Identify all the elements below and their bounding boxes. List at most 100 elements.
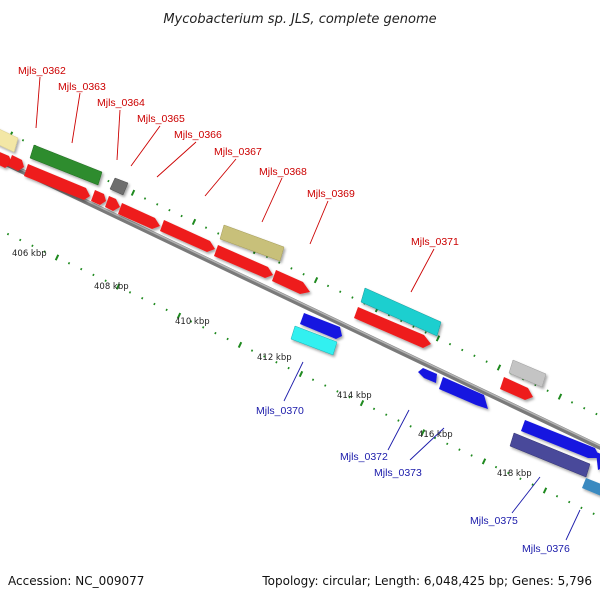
major-tick (420, 429, 426, 436)
feature-red-mjls-0365[interactable] (105, 196, 120, 211)
gene-label-mjls-0362[interactable]: Mjls_0362 (18, 65, 66, 77)
feature-red-mjls-0362[interactable] (8, 155, 24, 171)
minor-tick (165, 308, 168, 312)
minor-tick (580, 506, 583, 510)
minor-tick (324, 384, 327, 387)
minor-tick (311, 378, 315, 381)
minor-tick (43, 250, 46, 253)
minor-tick (180, 214, 183, 218)
minor-tick (67, 262, 71, 265)
gene-label-mjls-0363[interactable]: Mjls_0363 (58, 81, 106, 93)
major-tick (176, 312, 182, 319)
minor-tick (470, 454, 473, 457)
feature-red-mjls-0368[interactable] (214, 245, 273, 278)
gene-label-mjls-0370[interactable]: Mjls_0370 (256, 405, 304, 417)
gene-label-mjls-0376[interactable]: Mjls_0376 (522, 543, 570, 555)
gene-label-mjls-0367[interactable]: Mjls_0367 (214, 146, 262, 158)
feature-red-mjls-0363[interactable] (24, 164, 90, 200)
minor-tick (104, 279, 107, 282)
feature-light-grey[interactable] (508, 359, 547, 388)
minor-tick (424, 331, 427, 334)
minor-tick (595, 412, 598, 416)
minor-tick (128, 291, 132, 294)
feature-blue-mjls-0375[interactable] (521, 420, 600, 458)
feature-red-small[interactable] (500, 377, 533, 400)
feature-cyan-mjls-0370[interactable] (290, 325, 338, 356)
minor-tick (458, 448, 461, 451)
minor-tick (214, 331, 217, 335)
minor-tick (448, 342, 452, 346)
feature-green-mjls-0363[interactable] (29, 144, 103, 186)
minor-tick (461, 348, 464, 352)
scale-label-410: 410 kbp (175, 317, 210, 327)
feature-red-mjls-0364[interactable] (91, 190, 106, 205)
gene-label-mjls-0364[interactable]: Mjls_0364 (97, 97, 145, 109)
gene-label-mjls-0372[interactable]: Mjls_0372 (340, 451, 388, 463)
genome-summary-text: Topology: circular; Length: 6,048,425 bp… (261, 574, 592, 588)
minor-tick (189, 320, 193, 323)
gene-label-mjls-0373[interactable]: Mjls_0373 (374, 467, 422, 479)
minor-tick (372, 407, 376, 411)
feature-cyan-mjls-0371[interactable] (360, 287, 442, 337)
major-tick (557, 393, 563, 400)
scale-labels: 406 kbp 408 kbp 410 kbp 412 kbp 414 kbp … (12, 249, 532, 479)
minor-tick (226, 337, 229, 341)
minor-tick (202, 326, 205, 329)
major-tick (435, 335, 441, 342)
minor-tick (21, 139, 25, 142)
feature-blue-mjls-0372[interactable] (418, 368, 437, 383)
minor-tick (143, 197, 147, 200)
gene-label-mjls-0366[interactable]: Mjls_0366 (174, 129, 222, 141)
feature-olive-mjls-0368[interactable] (219, 224, 285, 262)
feature-red-mjls-0367[interactable] (160, 220, 215, 252)
gene-label-mjls-0375[interactable]: Mjls_0375 (470, 515, 518, 527)
feature-blue-mjls-0373[interactable] (439, 377, 488, 409)
callout-lines (35, 76, 581, 541)
scale-label-408: 408 kbp (94, 282, 129, 292)
guide-dots-inner (6, 232, 595, 515)
minor-tick (519, 477, 522, 481)
minor-tick (302, 273, 305, 276)
feature-blue-right[interactable] (596, 452, 600, 470)
minor-tick (217, 232, 220, 235)
gene-label-mjls-0365[interactable]: Mjls_0365 (137, 113, 185, 125)
minor-tick (168, 208, 171, 212)
gene-label-mjls-0369[interactable]: Mjls_0369 (307, 188, 355, 200)
feature-red-mjls-0371[interactable] (354, 307, 431, 348)
reverse-features (290, 313, 600, 498)
major-tick (542, 487, 548, 494)
minor-tick (290, 267, 293, 270)
scale-label-414: 414 kbp (337, 391, 372, 401)
feature-pale-yellow[interactable] (0, 127, 19, 153)
minor-tick (473, 354, 476, 358)
gene-label-mjls-0368[interactable]: Mjls_0368 (259, 166, 307, 178)
feature-grey-mjls-0364[interactable] (109, 177, 129, 196)
minor-tick (351, 296, 354, 299)
minor-tick (6, 232, 10, 236)
reverse-gene-labels: Mjls_0370 Mjls_0372 Mjls_0373 Mjls_0375 … (256, 405, 570, 555)
minor-tick (250, 349, 254, 352)
feature-red-mjls-0369[interactable] (272, 270, 310, 294)
minor-tick (485, 360, 488, 363)
minor-tick (412, 325, 415, 328)
feature-blue-large[interactable] (300, 313, 342, 339)
scale-label-418: 418 kbp (497, 469, 532, 479)
major-tick (191, 218, 197, 226)
feature-steel-mjls-0376[interactable] (582, 478, 600, 498)
major-tick (237, 341, 243, 349)
feature-red-mjls-0366[interactable] (118, 203, 160, 229)
minor-tick (555, 494, 559, 498)
minor-tick (570, 401, 574, 404)
minor-tick (592, 512, 595, 515)
minor-tick (348, 395, 351, 399)
minor-tick (409, 425, 412, 428)
major-tick (313, 277, 319, 284)
gene-label-mjls-0371[interactable]: Mjls_0371 (411, 236, 459, 248)
feature-navy-mjls-0375[interactable] (509, 432, 591, 478)
major-tick (54, 254, 60, 261)
map-title: Mycobacterium sp. JLS, complete genome (163, 12, 436, 27)
minor-tick (92, 273, 95, 277)
minor-tick (204, 226, 208, 229)
minor-tick (583, 406, 586, 410)
